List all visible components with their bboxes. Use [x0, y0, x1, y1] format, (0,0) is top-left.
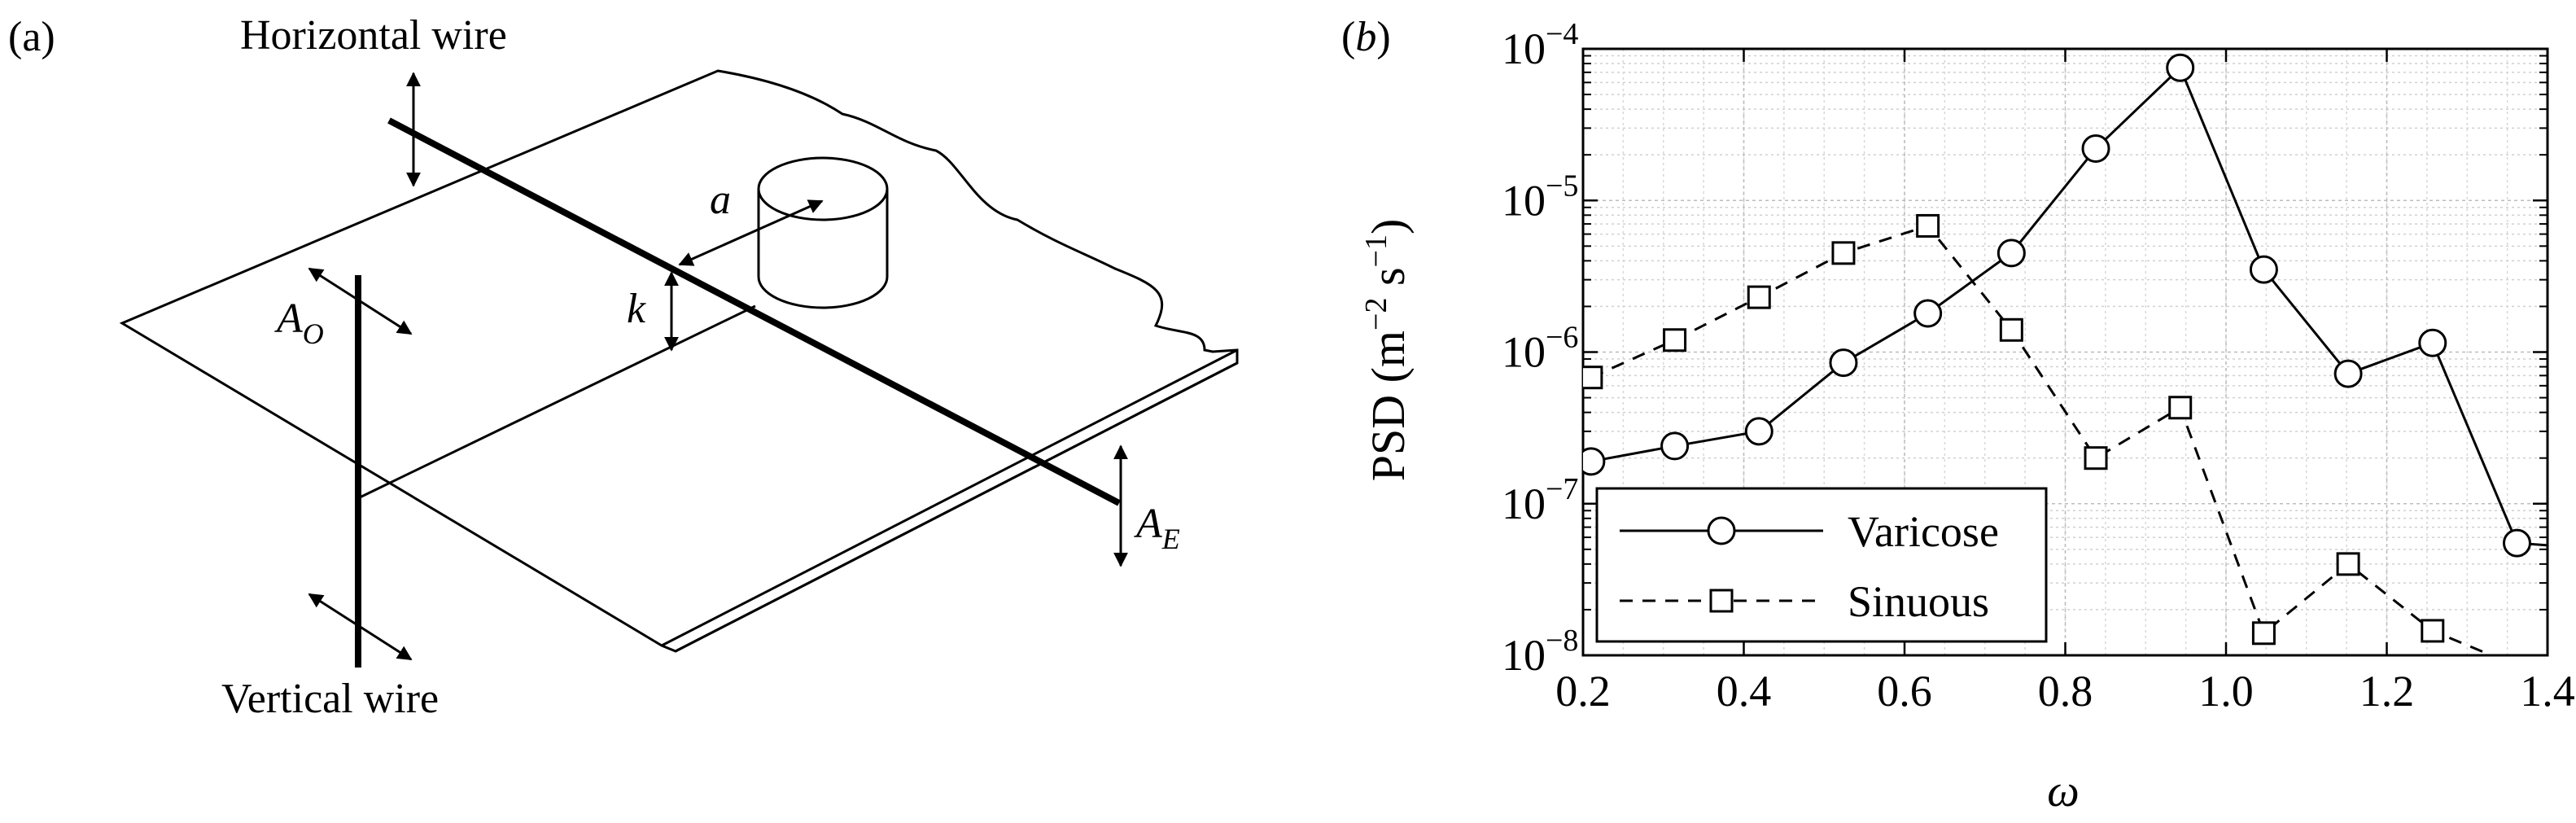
x-tick-label: 0.8 [2038, 667, 2093, 716]
data-point-varicose [2418, 328, 2447, 357]
amp-end-label: AE [1134, 501, 1180, 555]
x-axis-label: ω [2047, 766, 2080, 816]
data-point-sinuous [1999, 317, 2023, 342]
y-axis-label-exp2: −1 [1359, 234, 1393, 267]
amp-origin-label: AO [274, 295, 324, 350]
data-point-sinuous [1831, 241, 1856, 265]
y-axis-label-exp1: −2 [1359, 298, 1393, 331]
legend-varicose-marker [1707, 516, 1736, 545]
x-tick-label: 1.2 [2360, 667, 2415, 716]
data-point-varicose [2249, 255, 2278, 284]
dim-k-label: k [627, 286, 646, 332]
data-point-varicose [1744, 417, 1773, 446]
y-tick-label: 10−7 [1502, 472, 1578, 528]
series-layer [1583, 53, 2548, 655]
data-point-varicose [1583, 447, 1606, 476]
amp-origin-label-main: A [274, 295, 303, 342]
panel-b-chart: (b) 0.2 0.4 0.6 0.8 1.0 1.2 1.4 10−8 10−7 10−6 10−… [1341, 14, 2575, 816]
data-point-varicose [2166, 53, 2195, 82]
x-tick-label: 0.2 [1555, 667, 1611, 716]
x-tick-label: 1.0 [2198, 667, 2254, 716]
plate-outline [119, 69, 1239, 653]
y-axis-label-main: PSD (m [1362, 331, 1415, 481]
plate-edge [661, 348, 1238, 653]
data-point-varicose [1997, 239, 2026, 268]
data-point-varicose [2081, 134, 2110, 163]
data-point-varicose [1829, 348, 1858, 378]
data-point-sinuous [1747, 285, 1771, 309]
legend: Varicose Sinuous [1595, 487, 2048, 643]
data-point-sinuous [2168, 396, 2193, 420]
x-tick-label: 1.4 [2520, 667, 2575, 716]
amp-origin-label-sub: O [303, 317, 324, 350]
data-point-sinuous [1583, 366, 1603, 390]
legend-sinuous-marker [1709, 589, 1734, 613]
vertical-wire-arrow [308, 593, 413, 661]
data-point-sinuous [1663, 328, 1687, 352]
y-tick-label: 10−8 [1502, 624, 1578, 680]
vertical-wire-label: Vertical wire [221, 676, 439, 722]
data-point-sinuous [2336, 552, 2360, 576]
legend-varicose-label: Varicose [1848, 507, 1999, 556]
panel-b-label: (b) [1341, 14, 1391, 60]
y-tick-label: 10−5 [1502, 169, 1578, 225]
amp-origin-arrow [308, 267, 413, 335]
amp-end-label-main: A [1134, 501, 1162, 547]
y-tick-label: 10−6 [1502, 321, 1578, 377]
cylinder-element [757, 156, 889, 309]
panel-a-label: (a) [8, 14, 55, 60]
panel-a-schematic: (a) Horizontal wire [8, 12, 1239, 722]
legend-box [1595, 487, 2048, 643]
x-tick-label: 0.6 [1877, 667, 1932, 716]
data-point-sinuous [1916, 213, 1940, 238]
y-axis-label-mid: s [1362, 267, 1415, 297]
axis-ticks: 0.2 0.4 0.6 0.8 1.0 1.2 1.4 10−8 10−7 10−6 10−5 10−… [1502, 17, 2575, 716]
x-tick-label: 0.4 [1717, 667, 1772, 716]
data-point-varicose [2333, 359, 2363, 388]
data-point-varicose [1660, 431, 1690, 461]
y-axis-label: PSD (m−2 s−1) [1359, 219, 1415, 482]
legend-sinuous-label: Sinuous [1848, 577, 1989, 626]
data-point-sinuous [2421, 619, 2445, 643]
y-tick-label: 10−4 [1502, 17, 1578, 73]
data-point-varicose [1913, 299, 1943, 328]
data-point-sinuous [2251, 621, 2276, 646]
dim-a-arrow [678, 199, 824, 266]
dim-a-label: a [710, 177, 731, 223]
plate-projection-line [357, 304, 756, 500]
horizontal-wire-label: Horizontal wire [240, 12, 507, 59]
series-varicose [1583, 53, 2548, 558]
amp-end-label-sub: E [1161, 523, 1180, 555]
data-point-varicose [2502, 528, 2531, 558]
horizontal-wire [387, 117, 1121, 506]
data-point-sinuous [2084, 446, 2108, 471]
series-clip [1583, 53, 2548, 655]
panel-b-label-text: b [1355, 14, 1376, 60]
series-sinuous [1583, 213, 2529, 655]
y-axis-label-end: ) [1362, 219, 1415, 234]
